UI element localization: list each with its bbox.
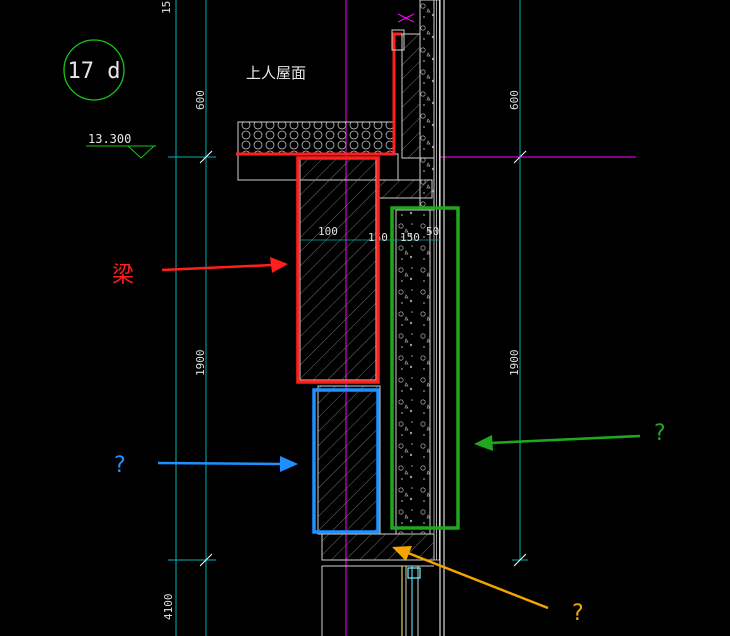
beam-label: 梁 xyxy=(112,263,134,288)
dim-right-1900: 1900 xyxy=(508,350,521,377)
beam-highlight-box xyxy=(296,156,380,384)
dimension-texts: 150 600 1900 4100 600 1900 xyxy=(160,0,521,620)
outer-concrete-top xyxy=(419,157,435,211)
dim-left-150: 150 xyxy=(160,0,173,14)
room-label: 上人屋面 xyxy=(246,64,306,82)
blue-arrow xyxy=(157,456,298,472)
window-frame xyxy=(321,565,434,636)
blue-highlight-box xyxy=(312,388,380,534)
dim-left-4100: 4100 xyxy=(162,594,175,621)
dim-inner-150b: 150 xyxy=(400,231,420,244)
dim-left-600: 600 xyxy=(194,90,207,110)
detail-tag: 17 d xyxy=(68,59,121,84)
green-question-label: ? xyxy=(654,421,666,446)
beam-section xyxy=(299,157,433,381)
dim-inner-100: 100 xyxy=(318,225,338,238)
beam-arrow xyxy=(161,257,288,273)
dim-right-600: 600 xyxy=(508,90,521,110)
lower-wall xyxy=(317,385,435,561)
green-arrow xyxy=(474,434,641,451)
outer-concrete-layer xyxy=(395,209,431,535)
detail-tag-circle xyxy=(63,39,125,101)
blue-question-label: ? xyxy=(114,453,126,478)
upper-wall xyxy=(391,0,445,636)
inner-dimension-texts: 100 150 150 50 xyxy=(300,225,440,244)
elevation-marker: 13.300 xyxy=(86,132,156,159)
dim-inner-50: 50 xyxy=(426,225,439,238)
dim-left-1900: 1900 xyxy=(194,350,207,377)
orange-question-label: ? xyxy=(572,601,584,626)
orange-arrow xyxy=(392,546,549,610)
green-highlight-box xyxy=(390,206,460,530)
elevation-text: 13.300 xyxy=(88,132,131,146)
roof-slab xyxy=(236,32,402,181)
